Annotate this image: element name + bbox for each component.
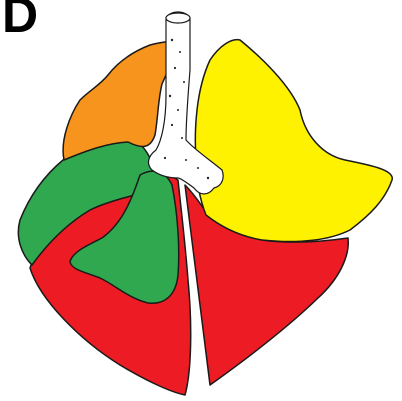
left-cranial-lobe	[195, 40, 392, 242]
